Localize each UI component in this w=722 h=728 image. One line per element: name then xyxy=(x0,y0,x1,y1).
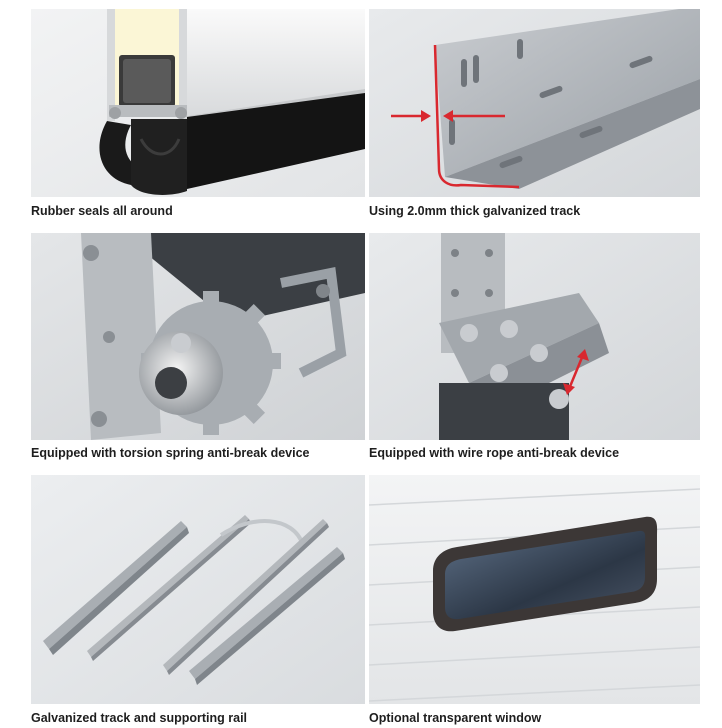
rubber-seal-photo xyxy=(31,9,365,197)
caption-transparent-window: Optional transparent window xyxy=(369,711,542,725)
transparent-window-photo xyxy=(369,475,700,704)
caption-rubber-seals: Rubber seals all around xyxy=(31,204,173,218)
caption-torsion-spring: Equipped with torsion spring anti-break … xyxy=(31,446,310,460)
galvanized-track-photo xyxy=(369,9,700,197)
torsion-spring-device-photo xyxy=(31,233,365,440)
caption-wire-rope: Equipped with wire rope anti-break devic… xyxy=(369,446,620,460)
caption-galvanized-track: Using 2.0mm thick galvanized track xyxy=(369,204,581,218)
wire-rope-device-photo xyxy=(369,233,700,440)
track-rails-photo xyxy=(31,475,365,704)
caption-track-rail: Galvanized track and supporting rail xyxy=(31,711,248,725)
